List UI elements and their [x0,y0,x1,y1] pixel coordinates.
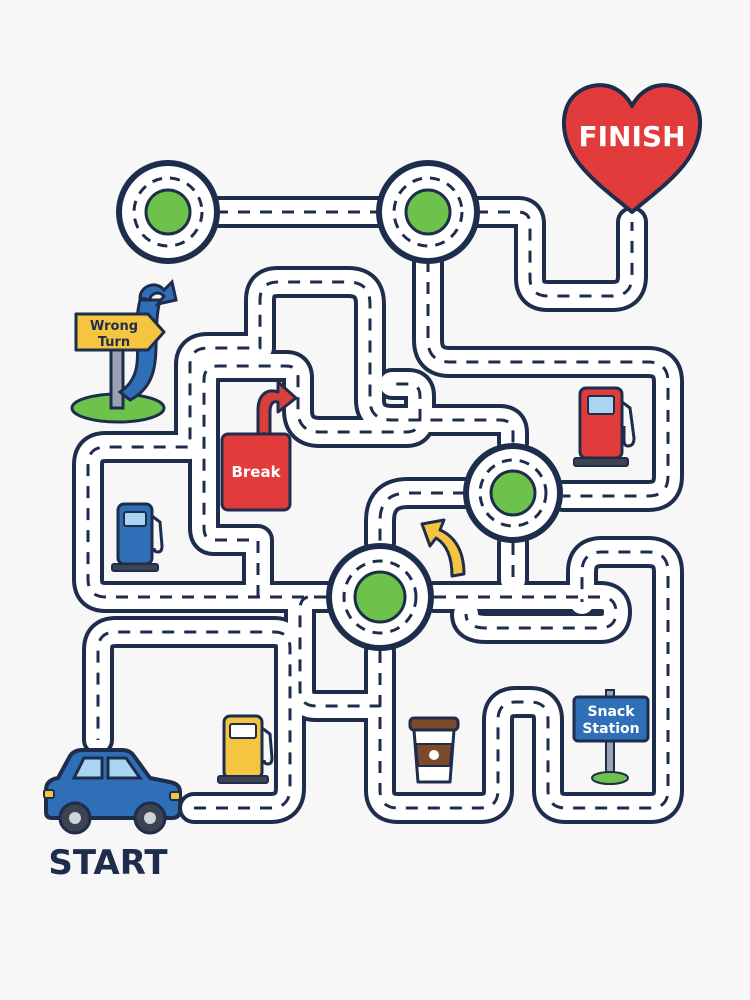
road-network [72,196,684,824]
road-segment-8 [202,364,422,597]
signpost-icon [74,312,166,352]
road-segment-10 [96,630,292,810]
road-segment-5 [368,540,680,820]
start-label: START [48,843,168,883]
road-segment-2 [426,260,670,498]
heart-icon [561,83,703,214]
snack-line2: Station [582,721,639,737]
roundabout-icon [489,469,537,517]
curved-arrow-icon [256,380,298,442]
wrong-turn-line2: Turn [98,335,130,350]
road-dash-layer [86,210,670,810]
road-segment-9 [298,595,380,708]
car-icon [43,748,182,835]
finish-label: FINISH [579,120,686,153]
curved-arrow-icon [420,518,466,578]
signpost-icon [572,695,650,743]
fuel-pump-blue [111,502,164,572]
start-car[interactable]: START [43,748,182,883]
fuel-pump-icon [111,502,164,572]
fuel-pump-icon [573,386,636,467]
finish-heart[interactable]: FINISH [561,83,703,214]
coffee-cup-icon [408,716,460,784]
roundabout-icon [353,570,407,624]
road-segment-7 [86,280,515,599]
road-segment-6 [434,595,618,630]
coffee-cup [408,716,460,784]
fuel-pump-red [573,386,636,467]
fuel-pump-icon [217,714,274,784]
snack-station-sign: Snack Station [572,689,650,785]
roundabout-center-left [326,543,434,651]
road-segment-1 [476,210,634,298]
road-segment-1 [460,196,648,312]
roundabout-center-right [463,443,563,543]
break-box: Break [220,380,298,512]
wrong-turn-sign: Wrong Turn [70,279,178,424]
snack-line1: Snack [587,704,635,720]
roundabout-icon [144,188,192,236]
break-label: Break [231,463,281,481]
wrong-turn-line1: Wrong [90,319,138,334]
road-segment-3 [368,481,477,555]
fuel-pump-yellow [217,714,274,784]
roundabout-top-left [116,160,220,264]
roundabout-icon [404,188,452,236]
roundabout-top-middle [376,160,480,264]
